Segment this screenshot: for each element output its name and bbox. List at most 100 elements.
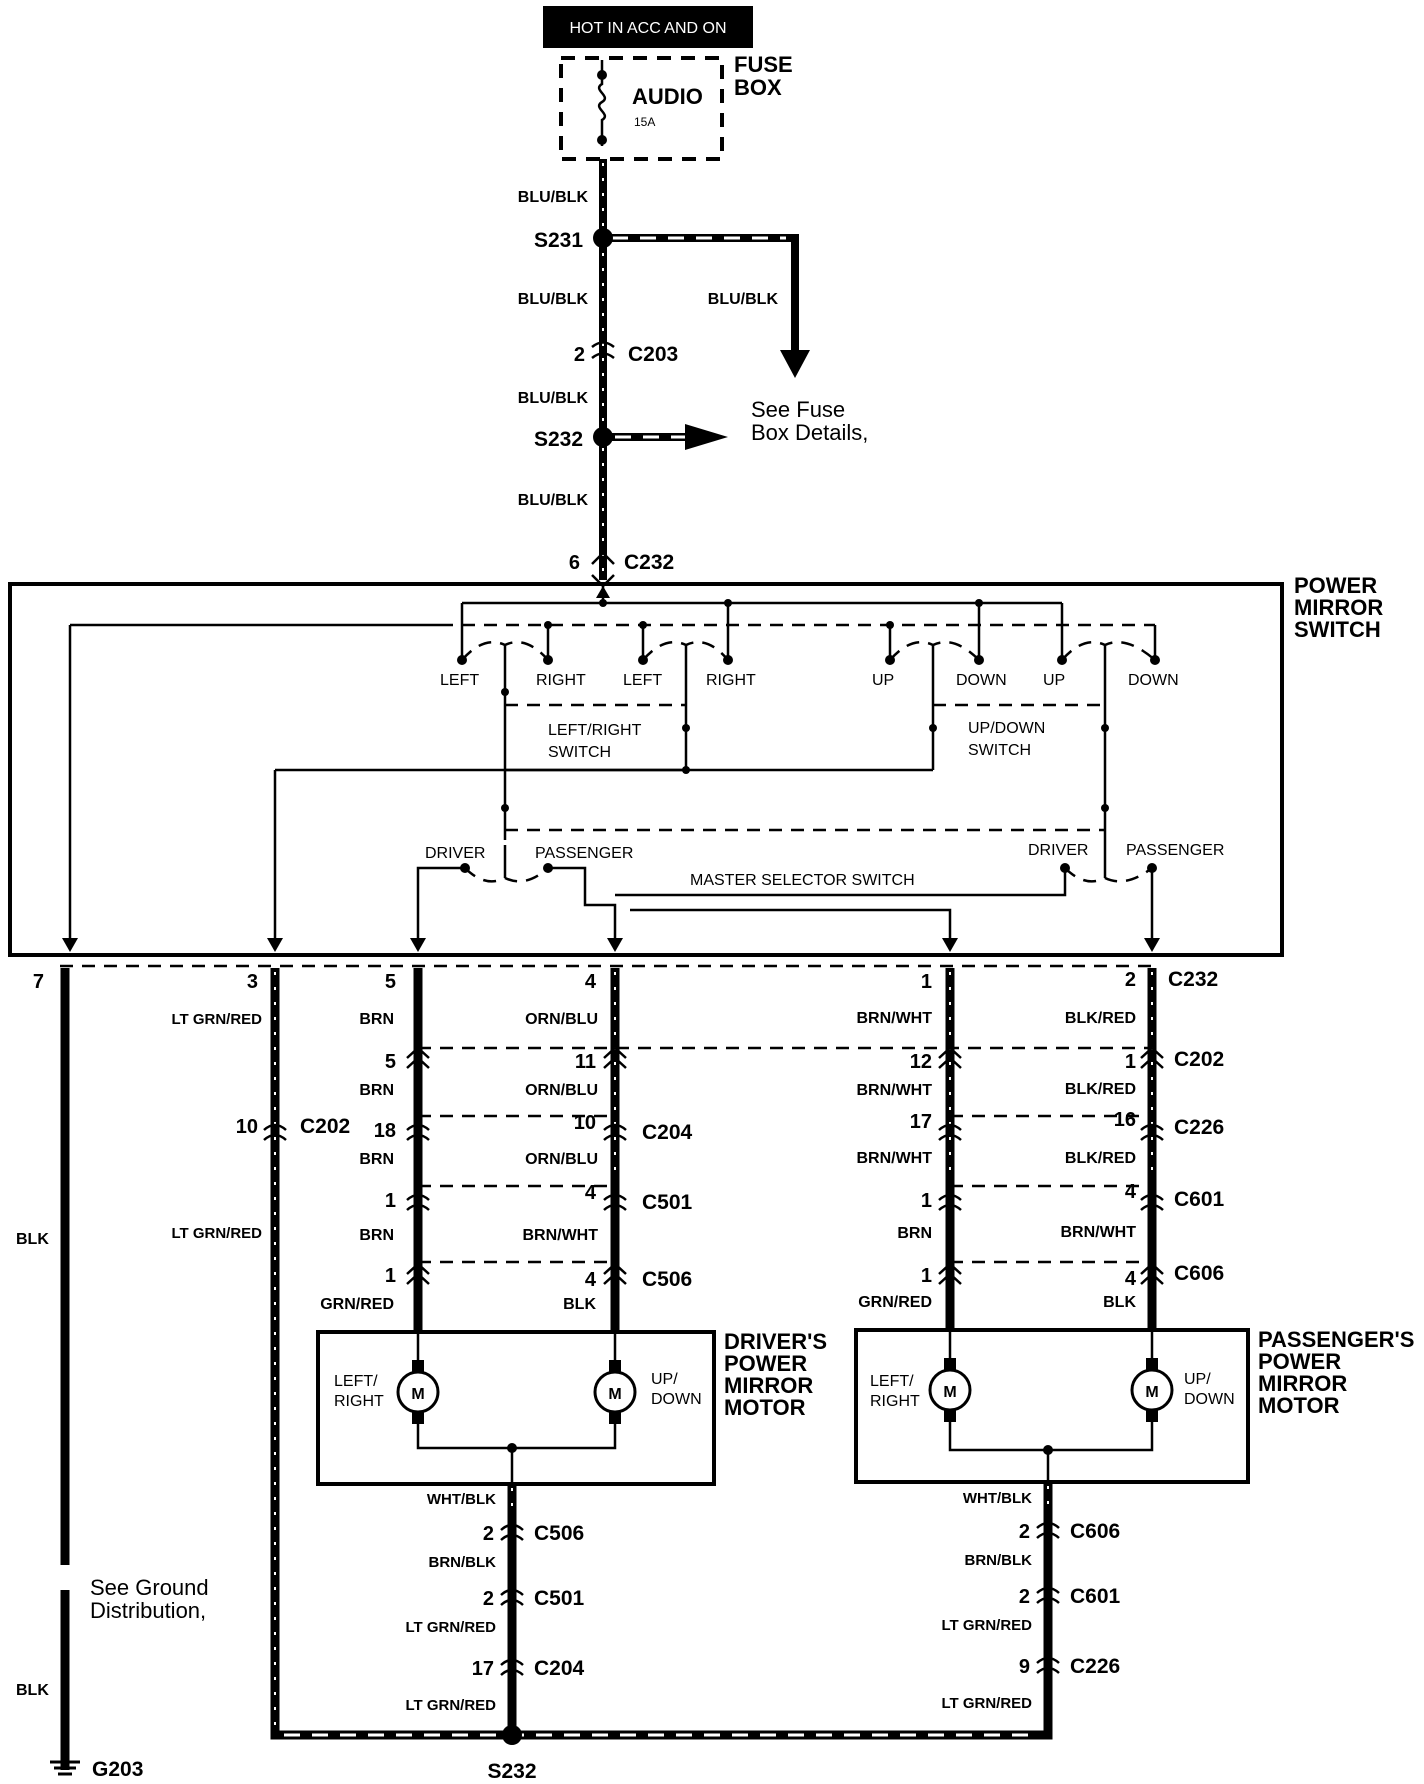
see-fuse-text-2: Box Details, xyxy=(751,420,868,445)
pin-number: 1 xyxy=(1125,1051,1136,1073)
wire-color: BRN/WHT xyxy=(1060,1224,1136,1241)
label-right: RIGHT xyxy=(706,672,756,689)
label-down: DOWN xyxy=(1128,672,1179,689)
wire-2-blk-red: 2 BLK/RED 1 C202 BLK/RED 16 C226 BLK/RED… xyxy=(1060,968,1225,1332)
wire-label: BLU/BLK xyxy=(518,291,589,308)
wire-color: BLK xyxy=(1103,1294,1136,1311)
hot-label-text: HOT IN ACC AND ON xyxy=(569,20,726,37)
driver-motor-title-3: MIRROR xyxy=(724,1373,813,1398)
wire-color: BRN/WHT xyxy=(522,1227,598,1244)
pass-motor-title-3: MIRROR xyxy=(1258,1371,1347,1396)
wire-color: GRN/RED xyxy=(858,1294,932,1311)
fuse-box-label-2: BOX xyxy=(734,75,782,100)
lr-switch-label-1: LEFT/RIGHT xyxy=(548,722,642,739)
wire-1-brn-wht: 1 BRN/WHT 12 BRN/WHT 17 BRN/WHT 1 BRN 1 … xyxy=(856,968,955,1332)
wire-color: ORN/BLU xyxy=(525,1082,598,1099)
s231-label: S231 xyxy=(534,229,583,252)
c204-label: C204 xyxy=(534,1657,585,1680)
pin-number: 11 xyxy=(575,1051,596,1073)
c226-label: C226 xyxy=(1174,1116,1224,1139)
pin-number: 1 xyxy=(385,1265,396,1287)
wire-color: ORN/BLU xyxy=(525,1011,598,1028)
motor-lr-label-1: LEFT/ xyxy=(870,1373,914,1390)
c601-label: C601 xyxy=(1070,1585,1121,1608)
pin-number: 10 xyxy=(236,1116,258,1138)
wire-color: GRN/RED xyxy=(320,1296,394,1313)
pin-number: 1 xyxy=(385,1190,396,1212)
wire-color: LT GRN/RED xyxy=(171,1011,262,1028)
wire-5-brn: 5 BRN 5 BRN 18 BRN 1 BRN 1 GRN/RED xyxy=(320,968,423,1332)
c226-label: C226 xyxy=(1070,1655,1120,1678)
wire-color: WHT/BLK xyxy=(963,1490,1032,1507)
ud-switch-label-2: SWITCH xyxy=(968,742,1031,759)
fuse-name: AUDIO xyxy=(632,84,703,109)
c232-label: C232 xyxy=(624,551,674,574)
c202-label: C202 xyxy=(1174,1048,1224,1071)
motor-lr-label-2: RIGHT xyxy=(870,1393,920,1410)
label-driver: DRIVER xyxy=(425,845,485,862)
wire-color: BRN/WHT xyxy=(856,1082,932,1099)
pin-number: 17 xyxy=(910,1111,932,1133)
ground-wire-7: 7 BLK BLK See Ground Distribution, xyxy=(16,968,209,1770)
inline-connectors xyxy=(263,1046,1164,1285)
wire-color: LT GRN/RED xyxy=(171,1225,262,1242)
wire-color: ORN/BLU xyxy=(525,1151,598,1168)
label-passenger: PASSENGER xyxy=(1126,842,1224,859)
label-left: LEFT xyxy=(623,672,662,689)
pin-number: 2 xyxy=(483,1588,494,1610)
ud-switch-label-1: UP/DOWN xyxy=(968,720,1045,737)
c232-label: C232 xyxy=(1168,968,1218,991)
wire-color: BLK xyxy=(563,1296,596,1313)
pin-number: 12 xyxy=(910,1051,932,1073)
wire-color: LT GRN/RED xyxy=(941,1617,1032,1634)
s232-bottom-label: S232 xyxy=(487,1760,536,1783)
c606-label: C606 xyxy=(1174,1262,1224,1285)
label-left: LEFT xyxy=(440,672,479,689)
c501-label: C501 xyxy=(534,1587,585,1610)
wire-label: BLU/BLK xyxy=(518,492,589,509)
wire-color: BLK/RED xyxy=(1065,1150,1136,1167)
drivers-mirror-motor: DRIVER'S POWER MIRROR MOTOR M M LEFT/ RI… xyxy=(316,1329,827,1486)
pin-number: 5 xyxy=(385,1051,396,1073)
pin-number: 4 xyxy=(585,1182,597,1204)
hot-label: HOT IN ACC AND ON xyxy=(543,6,753,48)
master-selector-label: MASTER SELECTOR SWITCH xyxy=(690,872,915,889)
power-mirror-switch: POWER MIRROR SWITCH xyxy=(8,573,1383,957)
wire-color: BRN xyxy=(359,1227,394,1244)
c601-label: C601 xyxy=(1174,1188,1225,1211)
pass-motor-title-4: MOTOR xyxy=(1258,1393,1340,1418)
wire-color: BRN/BLK xyxy=(965,1552,1033,1569)
see-fuse-text-1: See Fuse xyxy=(751,397,845,422)
wire-3-lt-grn-red: 3 LT GRN/RED 10 C202 LT GRN/RED xyxy=(171,968,1053,1740)
fuse-box-label-1: FUSE xyxy=(734,52,793,77)
motor-lr-label-2: RIGHT xyxy=(334,1393,384,1410)
c202-label: C202 xyxy=(300,1115,350,1138)
switch-title-3: SWITCH xyxy=(1294,617,1381,642)
driver-motor-title-4: MOTOR xyxy=(724,1395,806,1420)
ground-symbol-g203: G203 xyxy=(50,1758,143,1781)
switch-title-1: POWER xyxy=(1294,573,1377,598)
motor-m-label: M xyxy=(411,1386,424,1403)
motor-ud-label-1: UP/ xyxy=(1184,1371,1211,1388)
fuse-rating: 15A xyxy=(634,115,655,129)
wire-color: BRN xyxy=(359,1151,394,1168)
pin-number: 5 xyxy=(385,971,396,993)
pin-number: 18 xyxy=(374,1120,396,1142)
c204-label: C204 xyxy=(642,1121,693,1144)
pin-number: 7 xyxy=(33,971,44,993)
c203-label: C203 xyxy=(628,343,678,366)
driver-motor-title-2: POWER xyxy=(724,1351,807,1376)
label-down: DOWN xyxy=(956,672,1007,689)
c606-label: C606 xyxy=(1070,1520,1120,1543)
motor-ud-label-2: DOWN xyxy=(1184,1391,1235,1408)
c506-label: C506 xyxy=(534,1522,584,1545)
pin-number: 1 xyxy=(921,1190,932,1212)
wire-color: BRN/WHT xyxy=(856,1150,932,1167)
see-ground-text-2: Distribution, xyxy=(90,1598,206,1623)
motor-ud-label-2: DOWN xyxy=(651,1391,702,1408)
pin-number: 9 xyxy=(1019,1656,1030,1678)
passengers-mirror-motor: PASSENGER'S POWER MIRROR MOTOR M M LEFT/… xyxy=(854,1327,1414,1484)
pin-number: 6 xyxy=(569,552,580,574)
wire-color: BLK xyxy=(16,1231,49,1248)
driver-motor-ground-wire: WHT/BLK 2 C506 BRN/BLK 2 C501 LT GRN/RED… xyxy=(405,1484,585,1718)
